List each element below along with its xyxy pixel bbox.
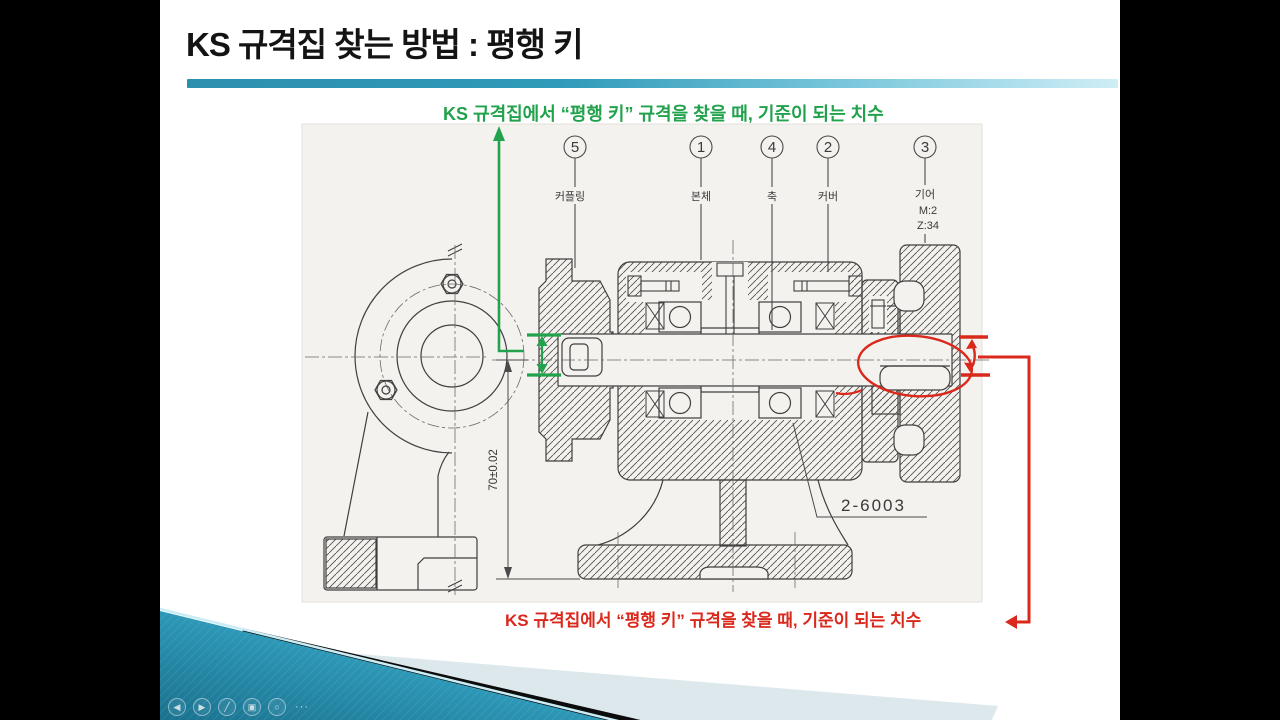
parallel-key — [879, 365, 951, 391]
slideshow-prev-button[interactable]: ◀ — [168, 698, 186, 716]
housing-bolts — [627, 275, 863, 297]
bearing-left — [658, 301, 702, 419]
top-annotation: KS 규격집에서 “평행 키” 규격을 찾을 때, 기준이 되는 치수 — [443, 104, 884, 124]
slideshow-zoom-button[interactable]: ○ — [268, 698, 286, 716]
slideshow-next-button[interactable]: ▶ — [193, 698, 211, 716]
balloons: 5 1 4 2 3 커플링 본체 축 커버 기어 M:2 Z:34 — [555, 135, 939, 330]
part-label-gear: 기어 — [915, 188, 935, 201]
slideshow-slides-button[interactable]: ▣ — [243, 698, 261, 716]
svg-text:70±0.02: 70±0.02 — [488, 449, 500, 491]
red-key-highlight — [835, 334, 1031, 629]
bottom-annotation: KS 규격집에서 “평행 키” 규격을 찾을 때, 기준이 되는 치수 — [505, 611, 922, 630]
balloon-3: 3 — [921, 139, 929, 156]
gear-module: M:2 — [919, 205, 937, 217]
slides-icon: ▣ — [247, 701, 257, 712]
ellipsis-icon: ··· — [295, 701, 309, 713]
prev-arrow-icon: ◀ — [173, 701, 181, 712]
green-dimension-arrow — [493, 126, 561, 377]
balloon-4: 4 — [768, 139, 776, 156]
svg-text:2-6003: 2-6003 — [841, 496, 906, 515]
presentation-slide: KS 규격집 찾는 방법 : 평행 키 KS 규격집에서 “평행 키” 규격을 … — [160, 0, 1120, 720]
slideshow-pen-button[interactable]: ╱ — [218, 698, 236, 716]
balloon-1: 1 — [697, 139, 705, 156]
centerlines — [305, 240, 990, 595]
part-label-shaft: 축 — [767, 190, 777, 203]
side-view-housing — [323, 243, 525, 593]
part-label-cover: 커버 — [818, 190, 838, 203]
oil-plug — [716, 262, 744, 334]
pale-wedge — [298, 649, 998, 720]
bearing-right — [758, 301, 802, 419]
gear-teeth: Z:34 — [917, 220, 939, 232]
letterbox-left — [0, 0, 160, 720]
height-dimension: 70±0.02 — [488, 359, 580, 580]
slideshow-more-button[interactable]: ··· — [293, 698, 311, 716]
page-title: KS 규격집 찾는 방법 : 평행 키 — [186, 26, 583, 63]
part-label-body: 본체 — [691, 190, 711, 203]
part-label-coupling: 커플링 — [555, 190, 585, 203]
bearing-callout: 2-6003 — [792, 422, 927, 518]
balloon-2: 2 — [824, 139, 832, 156]
slideshow-toolbar: ◀ ▶ ╱ ▣ ○ ··· — [168, 698, 311, 716]
balloon-5: 5 — [571, 139, 579, 156]
stand-base — [577, 479, 853, 580]
next-arrow-icon: ▶ — [198, 701, 206, 712]
pen-icon: ╱ — [224, 701, 230, 712]
letterbox-right — [1120, 0, 1280, 720]
engineering-drawing: 5 1 4 2 3 커플링 본체 축 커버 기어 M:2 Z:34 70±0.0… — [301, 123, 1031, 629]
magnifier-icon: ○ — [274, 702, 280, 712]
title-accent-bar — [187, 79, 1118, 88]
